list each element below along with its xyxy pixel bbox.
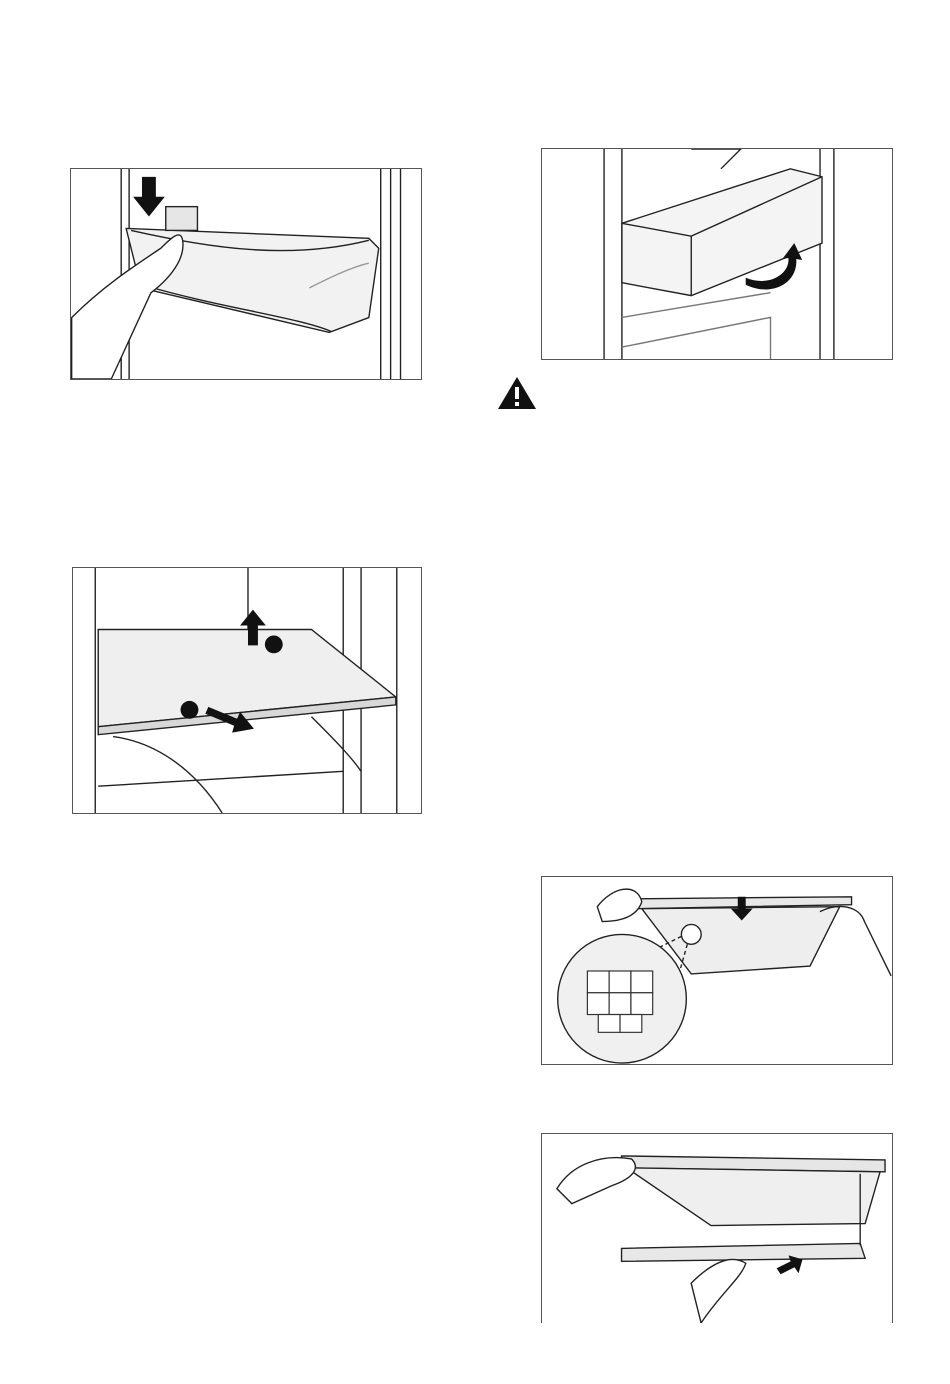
door-shelf-illustration: [71, 169, 421, 379]
drawer-lift-figure: [541, 148, 893, 360]
step-marker-1: [265, 635, 283, 653]
glass-shelf-figure: [72, 567, 422, 814]
shelf-remove-figure: [541, 1133, 893, 1323]
drawer-lift-illustration: [542, 149, 892, 359]
door-shelf-figure: [70, 168, 422, 380]
step-marker-2: [181, 701, 199, 719]
shelf-detail-illustration: [542, 877, 892, 1064]
glass-shelf-illustration: [73, 568, 421, 813]
shelf-remove-illustration: [542, 1134, 892, 1323]
warning-triangle-icon: [497, 376, 537, 410]
down-arrow-icon: [133, 177, 165, 217]
shelf-detail-figure: [541, 876, 893, 1065]
